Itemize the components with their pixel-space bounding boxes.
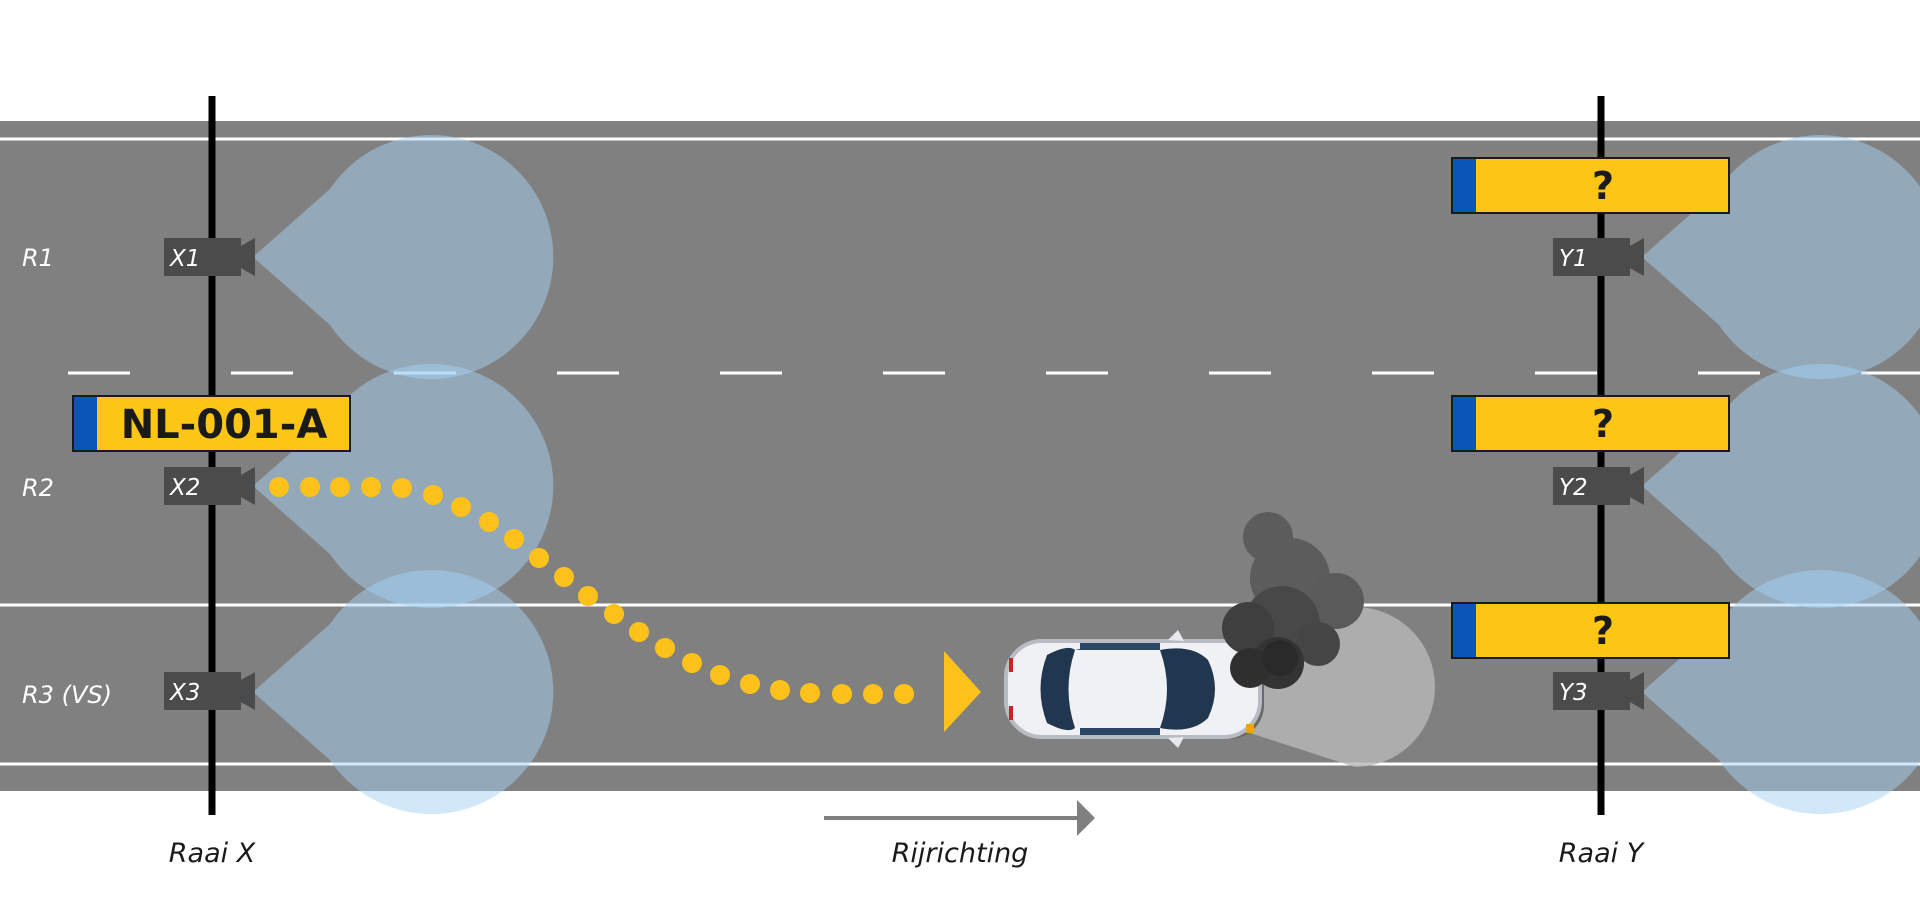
smoke-puff [1308,573,1364,629]
car-side-window-bottom [1080,728,1160,735]
trajectory-dot [863,684,883,704]
trajectory-dot [655,638,675,658]
plate-unknown-3-body [1451,602,1730,659]
plate-known-eu-strip [74,397,97,450]
trajectory-dot [832,684,852,704]
trajectory-dot [894,684,914,704]
trajectory-dot [554,567,574,587]
trajectory-dot [269,477,289,497]
camera-views-y [1642,135,1920,814]
trajectory-dot [604,604,624,624]
plate-known-text: NL-001-A [121,402,328,448]
smoke-puff [1230,648,1270,688]
smoke-puff [1222,602,1274,654]
plate-unknown-1-text: ? [1592,164,1614,208]
plate-unknown-3-text: ? [1592,609,1614,653]
license-plate-unknown-2: ? [1451,395,1730,452]
camera-view-x3 [253,570,554,814]
trajectory-dot [479,512,499,532]
plate-unknown-2-body [1451,395,1730,452]
trajectory-dot [800,683,820,703]
camera-y3-body [1553,672,1630,710]
trajectory-dot [451,497,471,517]
camera-y3-label: Y3 [1559,680,1588,706]
car-side-window-top [1080,643,1160,650]
smoke-icon [1222,512,1364,689]
license-plate-unknown-1: ? [1451,157,1730,214]
license-plate-unknown-3: ? [1451,602,1730,659]
trajectory-dot [578,586,598,606]
camera-views-x [253,134,554,814]
camera-icon [239,238,255,276]
camera-y2: Y2 [1553,467,1644,505]
car-icon [1004,630,1264,748]
camera-y2-body [1553,467,1630,505]
trajectory-dot [529,548,549,568]
car-rear-window [1040,647,1075,731]
plate-unknown-1-body [1451,157,1730,214]
camera-x2: X2 [164,467,255,505]
trajectory-arrow-icon [944,651,981,732]
trajectory-dot [330,477,350,497]
camera-icon [1628,238,1644,276]
smoke-puff [1262,640,1298,676]
camera-view-x1 [253,134,554,380]
trajectory-dot [300,477,320,497]
trajectory-dots [269,477,914,704]
car-taillight-bottom [1009,706,1013,720]
direction-label: Rijrichting [892,838,1029,869]
trajectory-dot [504,529,524,549]
plate-unknown-3-eu-strip [1453,604,1476,657]
camera-x3: X3 [164,672,255,710]
smoke-puff [1296,622,1340,666]
camera-x1-label: X1 [169,246,200,272]
camera-x3-body [164,672,241,710]
camera-y1: Y1 [1553,238,1644,276]
raai-y-label: Raai Y [1559,838,1646,869]
plate-unknown-1-eu-strip [1453,159,1476,212]
lane-label-r3: R3 (VS) [22,681,112,709]
camera-icon [239,672,255,710]
camera-x3-label: X3 [169,680,200,706]
trajectory-dot [392,478,412,498]
camera-y2-label: Y2 [1559,475,1588,501]
trajectory-dot [770,680,790,700]
license-plate-known: NL-001-A [72,395,351,452]
arrow-right-icon [1077,800,1095,836]
camera-x2-label: X2 [169,475,200,501]
camera-icon [1628,467,1644,505]
trajectory-dot [710,665,730,685]
trajectory-dot [682,653,702,673]
camera-y3: Y3 [1553,672,1644,710]
trajectory-dot [423,485,443,505]
camera-x1: X1 [164,238,255,276]
car-mirror-bottom [1168,737,1184,748]
plate-known-body [72,395,351,452]
camera-icon [1628,672,1644,710]
plate-unknown-2-eu-strip [1453,397,1476,450]
camera-icon [239,467,255,505]
trajectory-dot [629,622,649,642]
lane-label-r1: R1 [22,244,54,272]
car-headlight-bottom [1246,724,1254,733]
car-taillight-top [1009,658,1013,672]
camera-y1-label: Y1 [1559,246,1588,272]
raai-x-label: Raai X [169,838,256,869]
camera-x2-body [164,467,241,505]
trajectory-dot [361,477,381,497]
camera-y1-body [1553,238,1630,276]
car-mirror-top [1168,630,1184,641]
camera-x1-body [164,238,241,276]
lane-label-r2: R2 [22,474,54,502]
car-windshield [1160,648,1215,730]
trajectory-dot [740,674,760,694]
plate-unknown-2-text: ? [1592,402,1614,446]
